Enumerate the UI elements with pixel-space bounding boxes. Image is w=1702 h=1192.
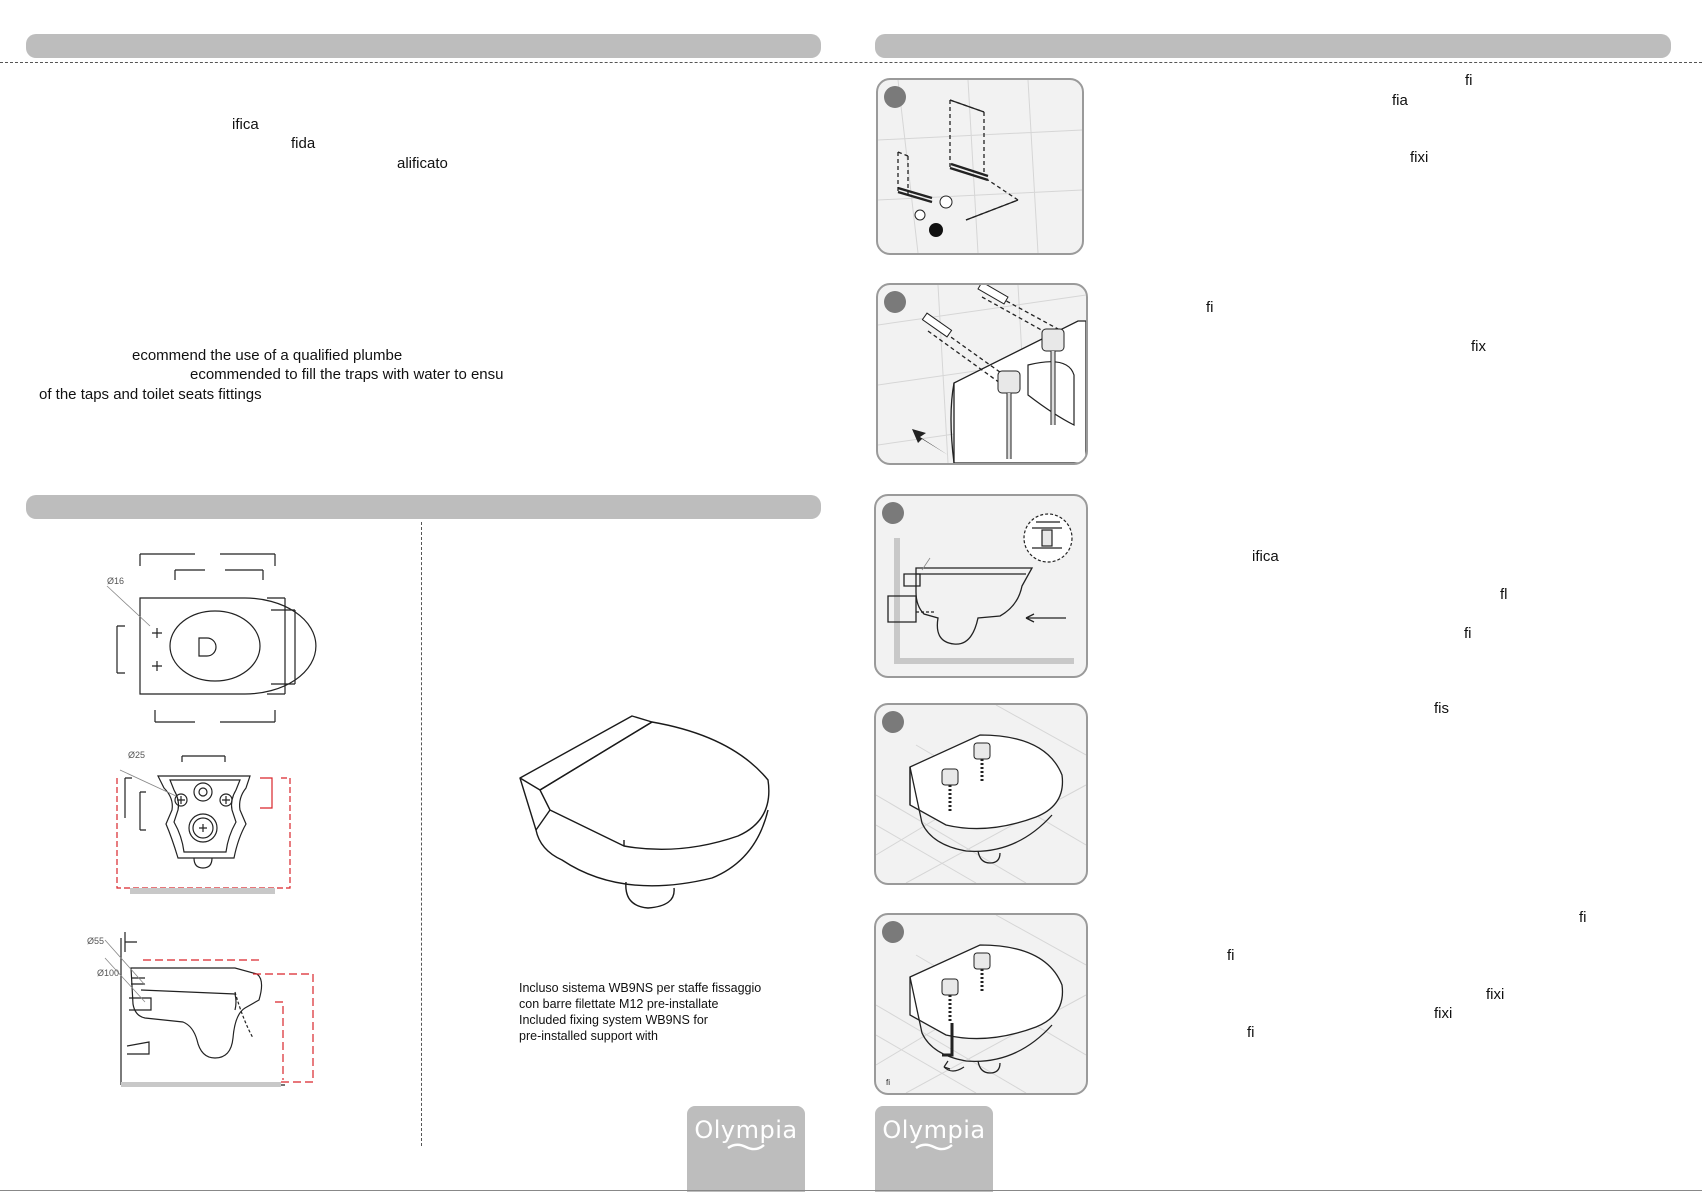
step-5-illustration: fi — [876, 915, 1086, 1093]
logo-wave-icon — [915, 1143, 953, 1151]
left-dimensions-header-bar — [26, 495, 821, 519]
step-5-panel-label: fi — [886, 1078, 890, 1087]
step-2-marker — [884, 291, 906, 313]
logo-text: Olympia — [694, 1116, 798, 1144]
product-caption-line-3: Included fixing system WB9NS for — [519, 1013, 708, 1027]
recommend-line-3: of the taps and toilet seats fittings — [39, 386, 262, 403]
step-1-fragment-3: fixi — [1410, 149, 1429, 166]
rear-view-drawing: Ø25 — [116, 750, 291, 894]
step-5-fragment-4: fixi — [1434, 1005, 1453, 1022]
side-view-inlet-label: Ø100 — [97, 968, 119, 978]
step-5-fragment-5: fi — [1247, 1024, 1255, 1041]
rear-view-hole-label: Ø25 — [128, 750, 145, 760]
step-5-marker — [882, 921, 904, 943]
step-1-marker — [884, 86, 906, 108]
step-1-fragment-2: fia — [1392, 92, 1408, 109]
step-3-fragment-2: fl — [1500, 586, 1508, 603]
step-3-marker — [882, 502, 904, 524]
step-2-fragment-2: fix — [1471, 338, 1486, 355]
step-4-panel — [874, 703, 1088, 885]
top-view-drawing: Ø16 — [106, 553, 317, 723]
step-5-fragment-2: fi — [1227, 947, 1235, 964]
intro-fragment-3: alificato — [397, 155, 448, 172]
step-1-illustration — [878, 80, 1082, 253]
step-2-panel — [876, 283, 1088, 465]
step-3-panel — [874, 494, 1088, 678]
recommend-line-2: ecommended to fill the traps with water … — [190, 366, 504, 383]
product-caption-line-1: Incluso sistema WB9NS per staffe fissagg… — [519, 981, 762, 995]
recommend-line-1: ecommend the use of a qualified plumbe — [132, 347, 403, 364]
bottom-rule — [0, 1190, 1702, 1191]
step-4-illustration — [876, 705, 1086, 883]
right-header-bar — [875, 34, 1671, 58]
product-illustration — [519, 715, 770, 909]
step-2-illustration — [878, 285, 1086, 463]
step-4-fragment-1: fis — [1434, 700, 1449, 717]
step-3-fragment-3: fi — [1464, 625, 1472, 642]
intro-fragment-2: fida — [291, 135, 316, 152]
step-5-fragment-1: fi — [1579, 909, 1587, 926]
step-1-fragment-1: fi — [1465, 72, 1473, 89]
step-4-marker — [882, 711, 904, 733]
left-column-divider — [421, 522, 422, 1146]
left-header-bar — [26, 34, 821, 58]
intro-fragment-1: ifica — [232, 116, 259, 133]
product-caption-line-4: pre-installed support with — [519, 1029, 658, 1043]
step-5-fragment-3: fixi — [1486, 986, 1505, 1003]
product-caption-line-2: con barre filettate M12 pre-installate — [519, 997, 719, 1011]
side-view-outlet-label: Ø55 — [87, 936, 104, 946]
step-3-fragment-1: ifica — [1252, 548, 1279, 565]
logo-wave-icon — [727, 1143, 765, 1151]
step-5-panel: fi — [874, 913, 1088, 1095]
olympia-logo-right: Olympia — [875, 1106, 993, 1192]
top-dashed-rule — [0, 62, 1702, 63]
logo-text: Olympia — [882, 1116, 986, 1144]
side-view-drawing: Ø55 Ø100 — [87, 932, 314, 1087]
step-2-fragment-1: fi — [1206, 299, 1214, 316]
olympia-logo-left: Olympia — [687, 1106, 805, 1192]
step-3-illustration — [887, 513, 1074, 664]
top-view-hole-label: Ø16 — [107, 576, 124, 586]
step-1-panel — [876, 78, 1084, 255]
